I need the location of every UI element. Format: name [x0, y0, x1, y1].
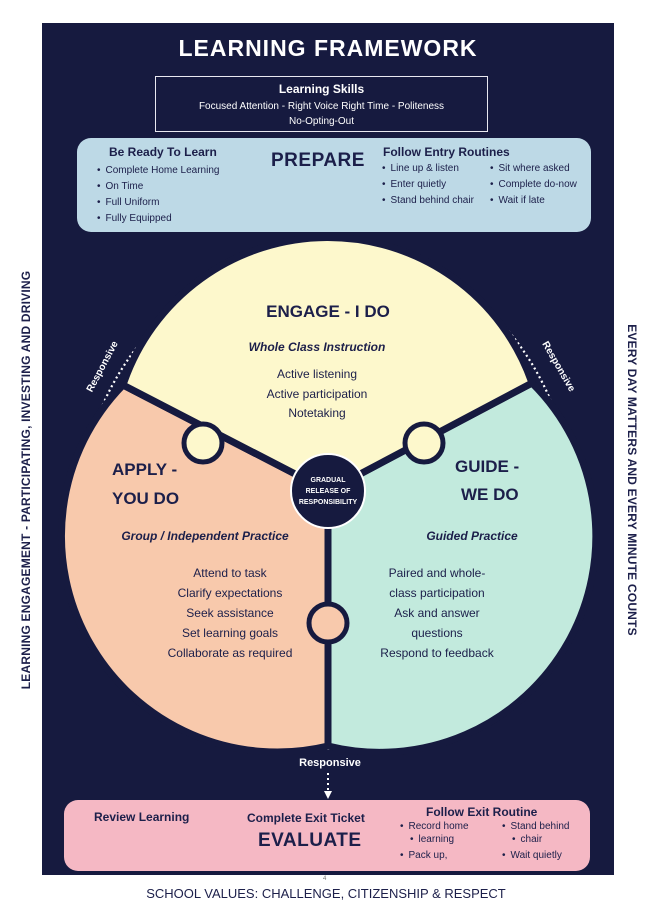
- engage-item: Notetaking: [288, 406, 345, 420]
- entry-routine-item: Stand behind chair: [382, 193, 474, 209]
- be-ready-item: On Time: [97, 179, 219, 195]
- apply-item: Seek assistance: [186, 606, 274, 620]
- center-text-2: RELEASE OF: [306, 488, 351, 495]
- apply-title-line-2: YOU DO: [112, 489, 179, 508]
- apply-item: Attend to task: [193, 566, 267, 580]
- exit-routine-col-1: Record home learning Pack up,: [400, 820, 469, 862]
- be-ready-list: Complete Home Learning On Time Full Unif…: [97, 163, 220, 227]
- puzzle-tab-engage: [181, 421, 225, 465]
- exit-ticket-label: Complete Exit Ticket: [247, 811, 365, 825]
- side-text-right: EVERY DAY MATTERS AND EVERY MINUTE COUNT…: [625, 324, 639, 636]
- review-learning-label: Review Learning: [94, 810, 190, 824]
- guide-item: Ask and answer: [394, 606, 479, 620]
- apply-item: Set learning goals: [182, 626, 278, 640]
- entry-routine-item: Sit where asked: [490, 161, 577, 177]
- learning-skills-title: Learning Skills: [278, 82, 365, 96]
- framework-poster: LEARNING FRAMEWORK Learning Skills Focus…: [42, 23, 614, 875]
- be-ready-item: Full Uniform: [97, 195, 219, 211]
- engage-title: ENGAGE - I DO: [266, 302, 390, 321]
- prepare-title: PREPARE: [271, 150, 365, 171]
- exit-routine-item: Pack up,: [400, 849, 469, 862]
- engage-item: Active participation: [267, 387, 368, 401]
- apply-subtitle: Group / Independent Practice: [121, 529, 289, 543]
- entry-routine-item: Wait if late: [490, 193, 577, 209]
- exit-routine-item-cont: learning: [400, 833, 469, 846]
- responsive-label-left: Responsive: [85, 339, 121, 394]
- guide-segment: [324, 379, 600, 756]
- evaluate-box: Review Learning Complete Exit Ticket EVA…: [64, 800, 590, 871]
- entry-routine-item: Line up & listen: [382, 161, 474, 177]
- exit-routine-item-cont: chair: [502, 833, 569, 846]
- guide-item: Respond to feedback: [380, 646, 494, 660]
- guide-title-line-1: GUIDE -: [455, 457, 519, 476]
- entry-routines-heading: Follow Entry Routines: [383, 145, 510, 159]
- prepare-box: Be Ready To Learn Complete Home Learning…: [77, 138, 591, 232]
- be-ready-heading: Be Ready To Learn: [109, 145, 217, 159]
- exit-routine-heading: Follow Exit Routine: [426, 805, 538, 819]
- page-number: 4: [323, 876, 327, 882]
- be-ready-item: Fully Equipped: [97, 211, 219, 227]
- guide-subtitle: Guided Practice: [426, 529, 518, 543]
- cycle-diagram: GRADUAL RELEASE OF RESPONSIBILITY ENGAGE…: [57, 234, 600, 799]
- apply-segment: [57, 381, 332, 756]
- exit-routine-item: Wait quietly: [502, 849, 569, 862]
- learning-skills-line-1: Focused Attention - Right Voice Right Ti…: [198, 101, 445, 112]
- apply-item: Clarify expectations: [178, 586, 283, 600]
- guide-item: questions: [411, 626, 462, 640]
- apply-item: Collaborate as required: [168, 646, 293, 660]
- learning-skills-box: Learning Skills Focused Attention - Righ…: [155, 76, 488, 132]
- side-text-left: LEARNING ENGAGEMENT - PARTICIPATING, INV…: [19, 270, 33, 690]
- puzzle-tab-apply: [306, 601, 350, 645]
- engage-item: Active listening: [277, 367, 357, 381]
- guide-title-line-2: WE DO: [461, 485, 519, 504]
- exit-routine-item: Stand behind: [502, 820, 570, 833]
- be-ready-item: Complete Home Learning: [97, 163, 220, 179]
- guide-item: class participation: [389, 586, 484, 600]
- gradual-release-circle: [290, 453, 366, 529]
- guide-item: Paired and whole-: [389, 566, 486, 580]
- evaluate-title: EVALUATE: [258, 830, 362, 851]
- exit-routine-col-2: Stand behind chair Wait quietly: [502, 820, 570, 862]
- learning-skills-line-2: No-Opting-Out: [288, 116, 355, 127]
- entry-routine-item: Complete do-now: [490, 177, 577, 193]
- exit-routine-item: Record home: [400, 820, 469, 833]
- puzzle-tab-engage-right: [402, 421, 446, 465]
- center-text-3: RESPONSIBILITY: [299, 499, 358, 506]
- poster-title: LEARNING FRAMEWORK: [178, 35, 478, 61]
- entry-routines-col-2: Sit where asked Complete do-now Wait if …: [490, 161, 577, 209]
- engage-subtitle: Whole Class Instruction: [249, 340, 386, 354]
- responsive-label-bottom: Responsive: [299, 757, 361, 769]
- center-text-1: GRADUAL: [311, 477, 347, 484]
- entry-routine-item: Enter quietly: [382, 177, 474, 193]
- apply-title-line-1: APPLY -: [112, 460, 177, 479]
- school-values-footer: SCHOOL VALUES: CHALLENGE, CITIZENSHIP & …: [146, 886, 506, 901]
- entry-routines-col-1: Line up & listen Enter quietly Stand beh…: [382, 161, 474, 209]
